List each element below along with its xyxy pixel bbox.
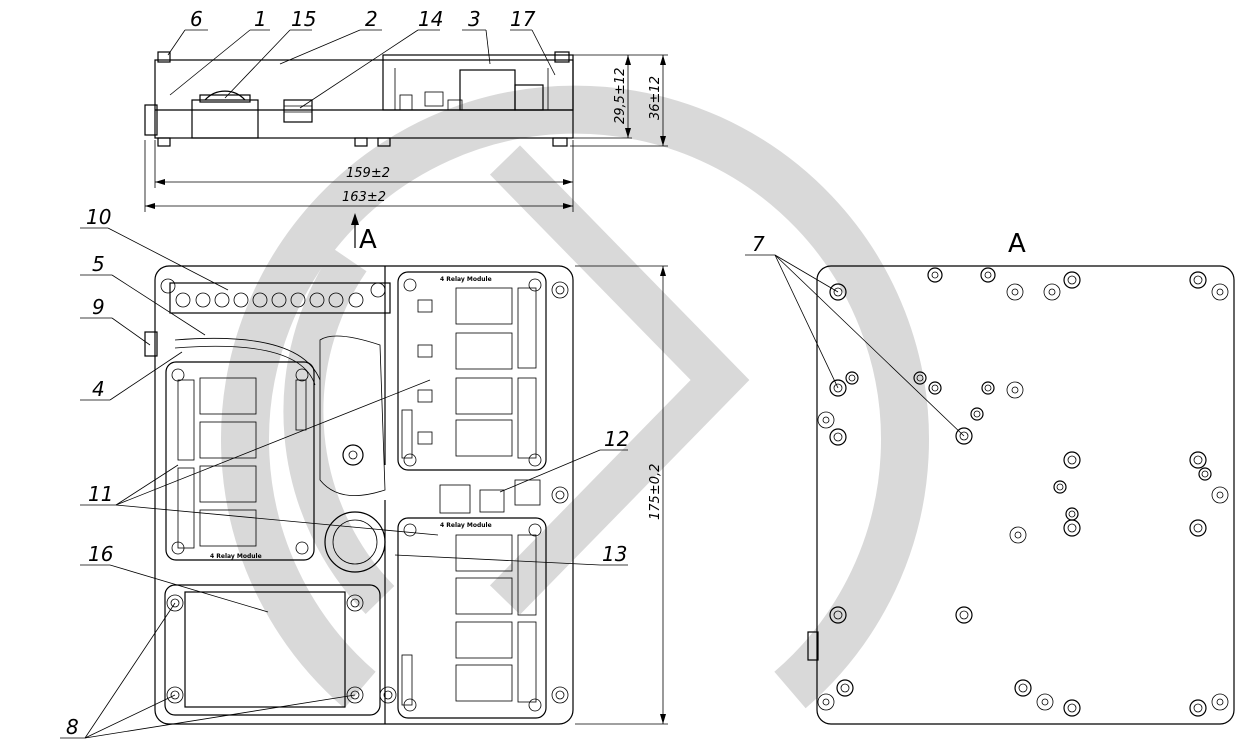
dim-36: 36±12 (648, 76, 663, 120)
callout-12: 12 (604, 427, 629, 451)
callout-5: 5 (92, 252, 105, 276)
callout-6: 6 (190, 7, 203, 31)
view-marker-a: A (359, 225, 377, 255)
top-view (144, 265, 668, 725)
callout-7: 7 (752, 232, 765, 256)
side-view (144, 51, 574, 147)
module-label-bottom: 4 Relay Module (440, 522, 492, 529)
dim-29-5: 29,5±12 (613, 68, 628, 124)
callout-1: 1 (254, 7, 267, 31)
callout-17: 17 (510, 7, 536, 31)
view-arrow (351, 213, 359, 248)
rear-fasteners (817, 267, 1229, 717)
callout-16: 16 (88, 542, 113, 566)
callout-10: 10 (86, 205, 111, 229)
callout-8: 8 (66, 715, 79, 739)
rear-view (807, 265, 1235, 725)
callout-14: 14 (418, 7, 443, 31)
terminal-screws (160, 278, 386, 308)
dim-159: 159±2 (346, 166, 390, 181)
leader-lines (60, 29, 965, 739)
side-dimensions (144, 54, 668, 212)
callout-3: 3 (468, 7, 481, 31)
dim-163: 163±2 (342, 190, 386, 205)
module-label-top: 4 Relay Module (440, 276, 492, 283)
callout-13: 13 (602, 542, 627, 566)
dim-175: 175±0,2 (648, 464, 663, 520)
module-label-left: 4 Relay Module (210, 553, 262, 560)
callout-2: 2 (365, 7, 378, 31)
mounting-holes (166, 278, 569, 712)
rear-view-title: A (1008, 229, 1026, 259)
callout-9: 9 (92, 295, 105, 319)
callout-15: 15 (291, 7, 316, 31)
callout-11: 11 (88, 482, 113, 506)
callout-4: 4 (92, 377, 105, 401)
